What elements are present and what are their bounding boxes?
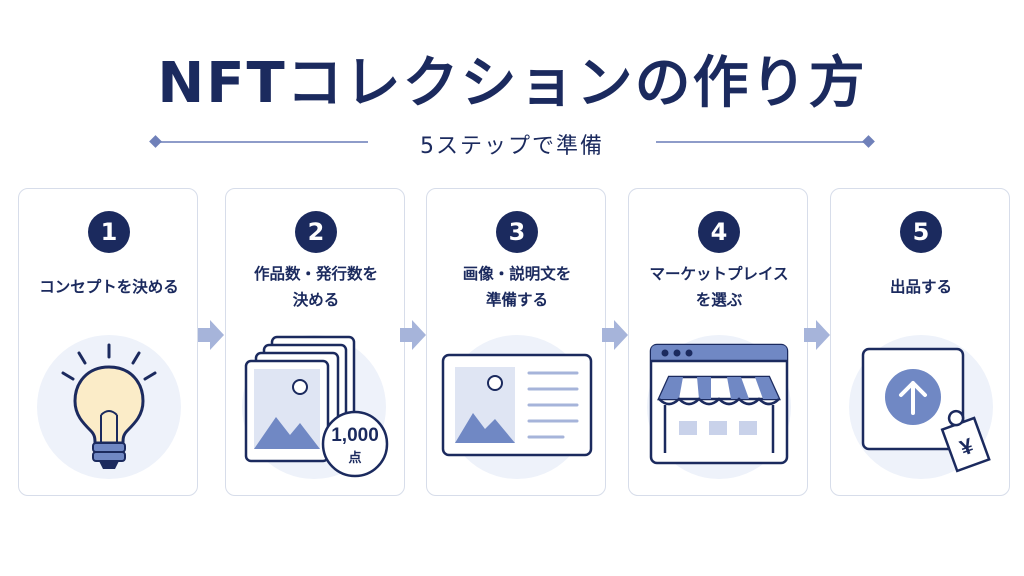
lightbulb-icon — [29, 319, 189, 479]
step-card-2: 2 作品数・発行数を 決める 1,000 点 — [225, 188, 405, 496]
step-card-1: 1 コンセプトを決める — [18, 188, 198, 496]
step-label: 作品数・発行数を 決める — [230, 261, 402, 313]
upload-listing-icon: ¥ — [841, 319, 1001, 479]
step-label-line: コンセプトを決める — [39, 278, 179, 296]
step-arrow-3 — [602, 320, 628, 350]
marketplace-store-icon — [639, 319, 799, 479]
step-label-line: マーケットプレイス — [649, 265, 789, 283]
step-card-3: 3 画像・説明文を 準備する — [426, 188, 606, 496]
divider-left — [158, 141, 368, 143]
step-number-badge: 1 — [88, 211, 130, 253]
step-label: 出品する — [835, 274, 1007, 300]
step-arrow-2 — [400, 320, 426, 350]
step-label-line: 作品数・発行数を — [253, 265, 378, 283]
step-label-line: 画像・説明文を — [462, 265, 572, 283]
step-card-5: 5 出品する ¥ — [830, 188, 1010, 496]
subtitle: 5ステップで準備 — [420, 134, 604, 159]
step-card-4: 4 マーケットプレイス を選ぶ — [628, 188, 808, 496]
step-label-line: 決める — [292, 291, 340, 309]
step-label: コンセプトを決める — [23, 274, 195, 300]
step-number-badge: 3 — [496, 211, 538, 253]
step-label: マーケットプレイス を選ぶ — [633, 261, 805, 313]
page-title: NFTコレクションの作り方 — [157, 51, 867, 116]
step-label-line: 出品する — [889, 278, 952, 296]
step-label-line: を選ぶ — [695, 291, 743, 309]
divider-right — [656, 141, 866, 143]
step-number-badge: 5 — [900, 211, 942, 253]
step-arrow-1 — [198, 320, 224, 350]
edition-count-value: 1,000 — [331, 425, 379, 446]
edition-count-unit: 点 — [348, 450, 361, 466]
step-number-badge: 4 — [698, 211, 740, 253]
image-description-icon — [437, 319, 597, 479]
step-arrow-4 — [804, 320, 830, 350]
step-number-badge: 2 — [295, 211, 337, 253]
step-label-line: 準備する — [485, 291, 548, 309]
subtitle-row: 5ステップで準備 — [0, 124, 1024, 160]
image-stack-icon: 1,000 点 — [236, 319, 396, 479]
step-label: 画像・説明文を 準備する — [431, 261, 603, 313]
